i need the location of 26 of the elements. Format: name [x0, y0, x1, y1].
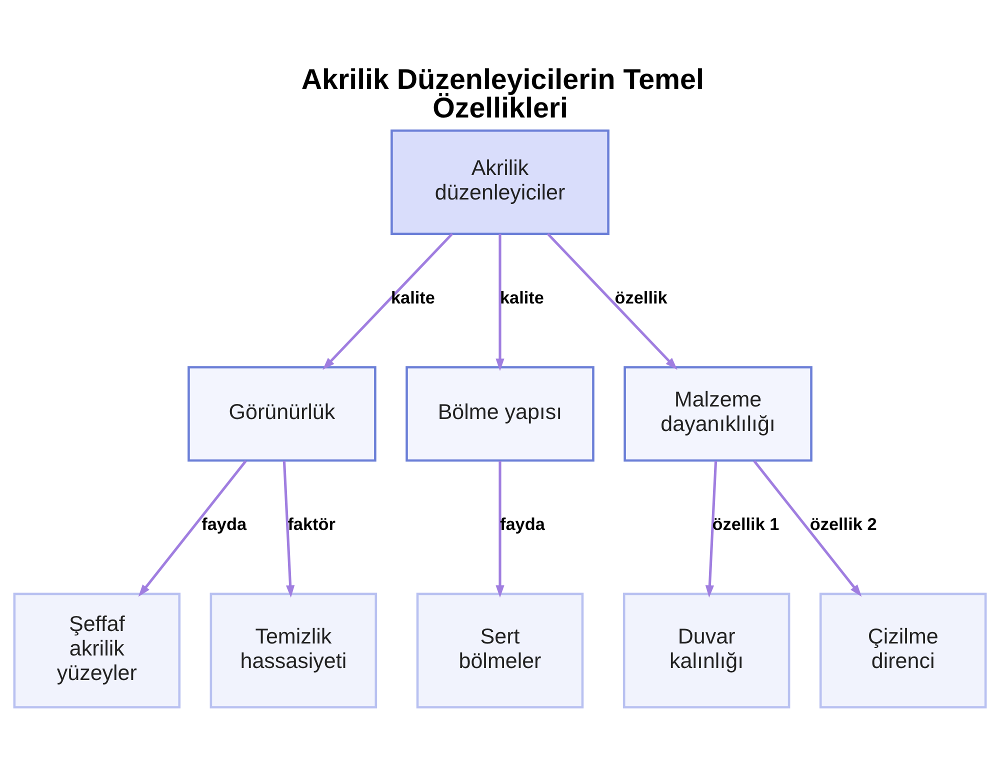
node-box: Bölme yapısı — [406, 366, 594, 462]
edge-label: fayda — [500, 514, 545, 534]
arrow — [546, 232, 678, 370]
node-box: Akrilik düzenleyiciler — [390, 129, 610, 236]
node-box: Çizilme direnci — [819, 592, 987, 708]
edge-label: fayda — [202, 514, 247, 534]
node-box: Temizlik hassasiyeti — [210, 592, 378, 708]
arrow — [705, 460, 718, 598]
arrow — [753, 460, 862, 597]
node-box: Görünürlük — [188, 366, 376, 462]
diagram-title: Akrilik Düzenleyicilerin Temel Özellikleri — [301, 64, 704, 125]
arrow — [282, 460, 295, 598]
edge-label: özellik 2 — [810, 514, 877, 534]
arrow — [138, 460, 247, 597]
edge-label: faktör — [288, 514, 336, 534]
edge-label: özellik — [614, 288, 668, 308]
node-box: Duvar kalınlığı — [622, 592, 790, 708]
edge-label: kalite — [500, 288, 544, 308]
arrow — [322, 232, 454, 370]
edge-label: özellik 1 — [712, 514, 780, 534]
node-box: Şeffaf akrilik yüzeyler — [13, 592, 181, 708]
node-box: Malzeme dayanıklılığı — [624, 366, 812, 462]
edge-label: kalite — [390, 288, 435, 308]
arrow — [496, 234, 504, 371]
arrow — [496, 460, 504, 598]
node-box: Sert bölmeler — [416, 592, 584, 708]
